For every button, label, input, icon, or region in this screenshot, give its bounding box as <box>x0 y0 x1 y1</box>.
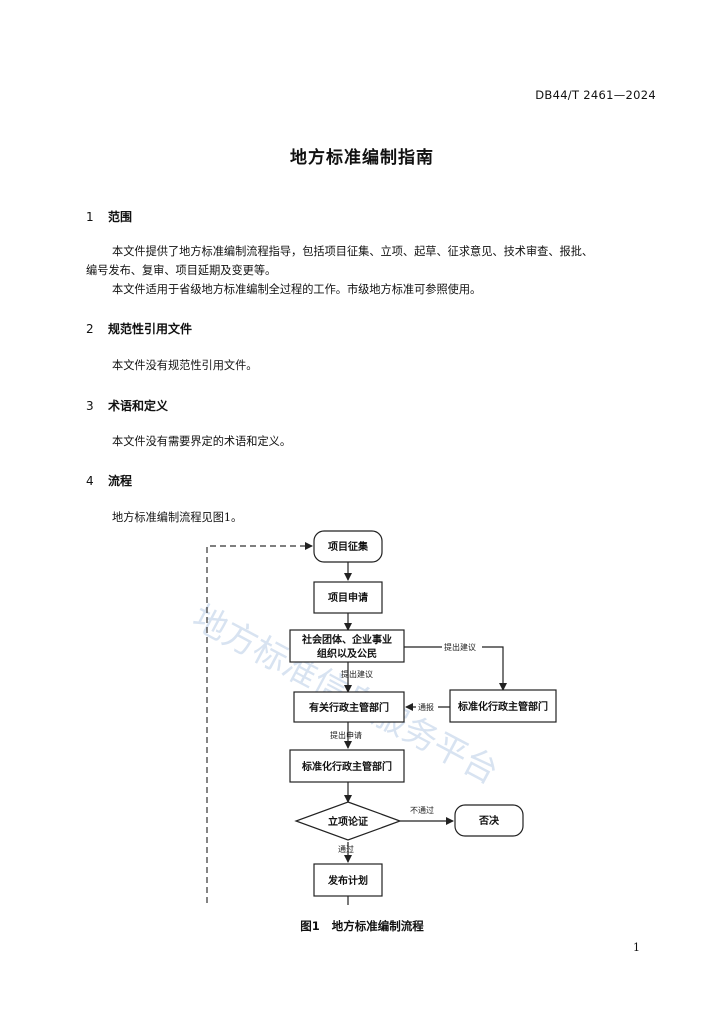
section-title: 流程 <box>108 474 133 488</box>
node-collect <box>313 530 383 563</box>
node-decision-label: 立项论证 <box>328 815 368 828</box>
doc-code: DB44/T 2461—2024 <box>535 88 656 102</box>
edge-label-submit: 提出申请 <box>330 730 362 740</box>
edge-label-propose-down: 提出建议 <box>341 669 373 679</box>
section-1-para-1-cont: 编号发布、复审、项目延期及变更等。 <box>86 264 277 277</box>
section-1-heading: 1 范围 <box>86 208 132 225</box>
flowchart-diagram: 地方标准信息服务平台 项目征集 项目申请 社会团体、企业事业 组织以及公民 有关… <box>186 530 557 905</box>
node-std-admin <box>289 749 405 783</box>
node-social <box>289 629 405 663</box>
section-2-para-1: 本文件没有规范性引用文件。 <box>112 359 258 372</box>
node-reject <box>454 804 524 837</box>
page-number: 1 <box>633 941 640 954</box>
node-collect-label: 项目征集 <box>328 540 369 553</box>
section-number: 1 <box>86 210 94 224</box>
figure-number: 图1 <box>300 919 320 933</box>
section-title: 规范性引用文件 <box>108 322 193 336</box>
page-title: 地方标准编制指南 <box>290 148 434 168</box>
node-apply <box>313 581 383 614</box>
node-reject-label: 否决 <box>478 814 500 827</box>
edge-label-propose-right: 提出建议 <box>444 642 476 652</box>
node-admin <box>293 691 405 723</box>
figure-caption: 图1 地方标准编制流程 <box>0 918 724 934</box>
figure-title: 地方标准编制流程 <box>331 919 424 933</box>
node-decision <box>294 801 402 841</box>
section-4-heading: 4 流程 <box>86 472 132 489</box>
node-std-admin-right <box>449 689 557 723</box>
section-title: 范围 <box>108 210 133 224</box>
edge-label-pass: 通过 <box>338 844 354 854</box>
edge-label-fail: 不通过 <box>410 805 434 815</box>
edge-social-stdadmin-right <box>404 646 507 691</box>
section-title: 术语和定义 <box>108 399 169 413</box>
node-publish-plan <box>313 863 383 897</box>
section-1-para-1: 本文件提供了地方标准编制流程指导，包括项目征集、立项、起草、征求意见、技术审查、… <box>112 245 594 258</box>
section-number: 4 <box>86 474 94 488</box>
node-admin-label: 有关行政主管部门 <box>309 701 389 714</box>
section-number: 3 <box>86 399 94 413</box>
dashed-loop-line <box>206 542 313 903</box>
node-publish-plan-label: 发布计划 <box>327 874 368 887</box>
section-3-para-1: 本文件没有需要界定的术语和定义。 <box>112 435 292 448</box>
section-4-para-1: 地方标准编制流程见图1。 <box>112 511 243 524</box>
node-apply-label: 项目申请 <box>328 591 368 604</box>
section-3-heading: 3 术语和定义 <box>86 397 168 414</box>
edge-label-report: 通报 <box>418 702 434 712</box>
node-social-label-line1: 社会团体、企业事业 <box>301 633 392 646</box>
node-social-label-line2: 组织以及公民 <box>317 647 377 660</box>
section-1-para-2: 本文件适用于省级地方标准编制全过程的工作。市级地方标准可参照使用。 <box>112 283 482 296</box>
section-number: 2 <box>86 322 94 336</box>
node-std-admin-right-label: 标准化行政主管部门 <box>457 700 548 713</box>
section-2-heading: 2 规范性引用文件 <box>86 320 192 337</box>
node-std-admin-label: 标准化行政主管部门 <box>301 760 392 773</box>
